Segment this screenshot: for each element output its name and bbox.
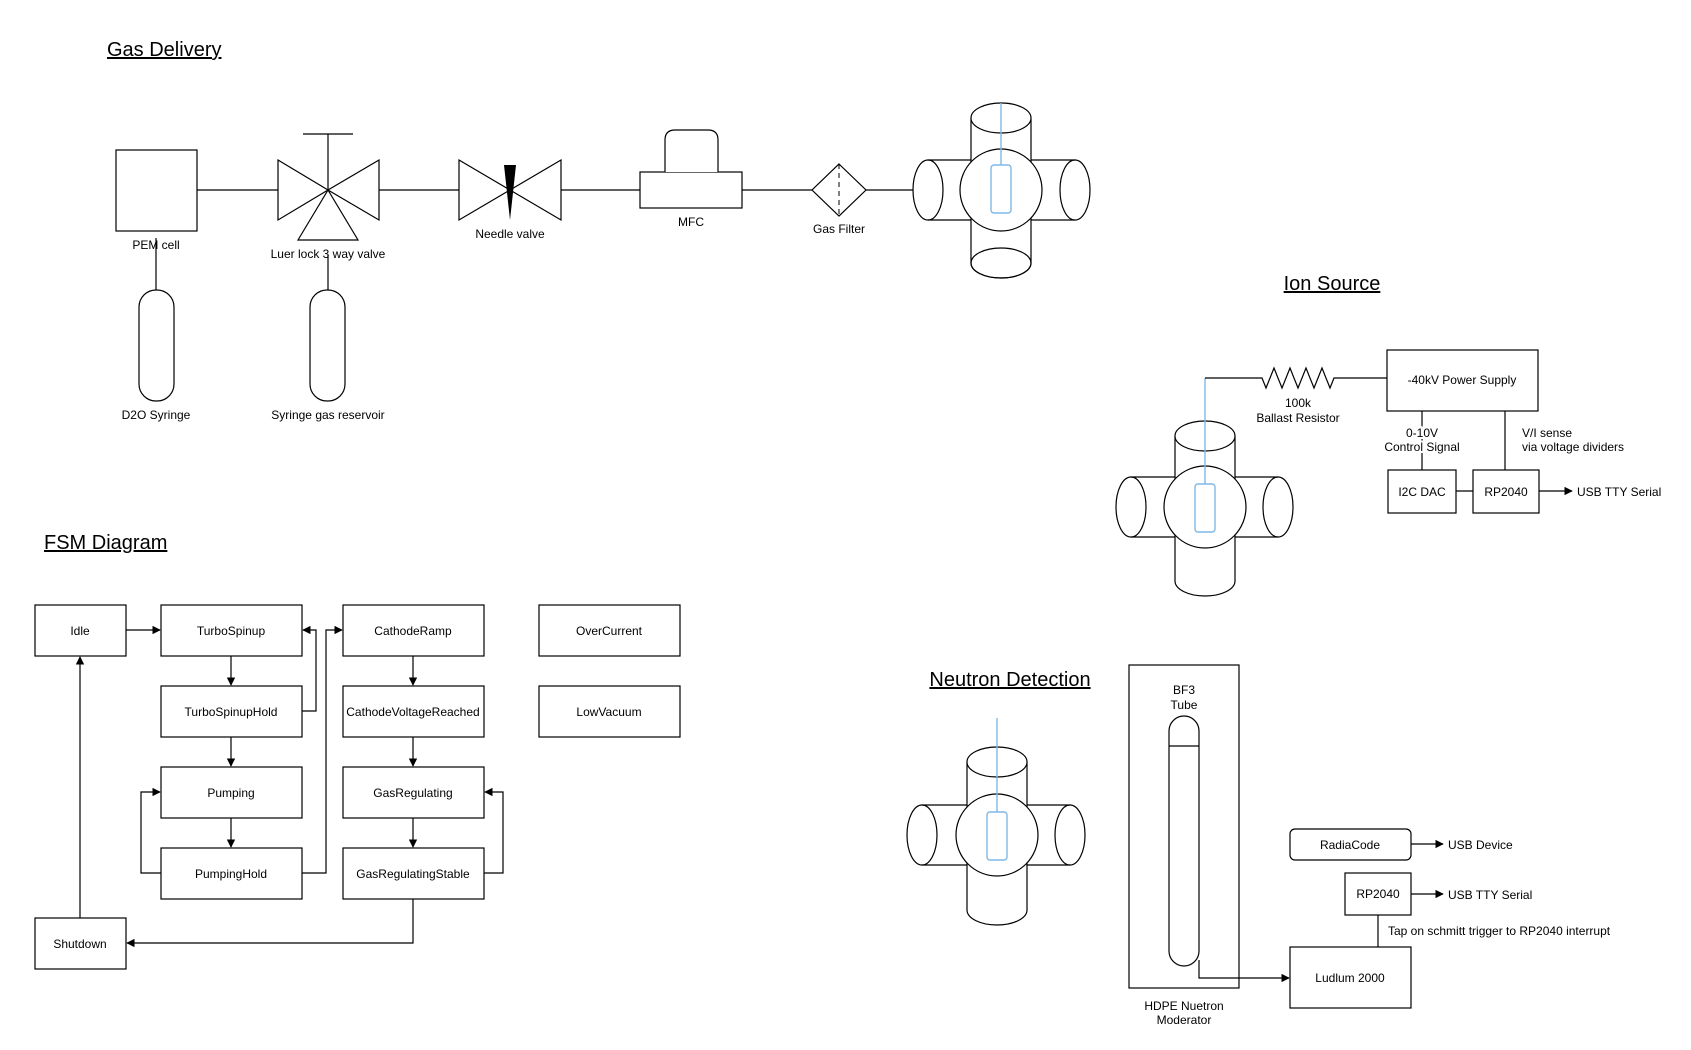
fsm-diagram-title: FSM Diagram bbox=[44, 532, 167, 554]
state-pumping-hold-label: PumpingHold bbox=[195, 867, 267, 881]
transition-arrow bbox=[484, 787, 504, 874]
rp2040-label: RP2040 bbox=[1484, 485, 1528, 499]
d2o-syringe-label: D2O Syringe bbox=[122, 408, 191, 422]
bf3-label-2: Tube bbox=[1171, 698, 1198, 712]
transition-arrow bbox=[302, 625, 343, 874]
gas-filter-icon bbox=[811, 163, 867, 217]
ion-source-title: Ion Source bbox=[1284, 273, 1381, 295]
mfc-label: MFC bbox=[678, 215, 704, 229]
signal-arrow bbox=[1198, 960, 1290, 983]
state-gas-regulating-label: GasRegulating bbox=[373, 786, 452, 800]
bf3-tube-icon bbox=[1168, 715, 1200, 967]
state-idle bbox=[34, 604, 127, 657]
state-over-current bbox=[538, 604, 681, 657]
state-shutdown bbox=[34, 917, 127, 970]
tap-note-label: Tap on schmitt trigger to RP2040 interru… bbox=[1388, 924, 1611, 938]
state-turbo-spinup-hold bbox=[160, 685, 303, 738]
state-cathode-voltage-reached bbox=[342, 685, 485, 738]
state-gas-regulating-stable-label: GasRegulatingStable bbox=[356, 867, 470, 881]
syringe-reservoir-label: Syringe gas reservoir bbox=[271, 408, 384, 422]
ballast-resistor-icon bbox=[1205, 366, 1387, 390]
ludlum-label: Ludlum 2000 bbox=[1315, 971, 1385, 985]
neutron-detection-section: BF3 Tube HDPE Nuetron Moderator RadiaCod… bbox=[906, 664, 1611, 1027]
state-cathode-voltage-reached-label: CathodeVoltageReached bbox=[346, 705, 479, 719]
d2o-syringe-icon bbox=[138, 289, 175, 402]
vi-sense-label-2: via voltage dividers bbox=[1522, 440, 1624, 454]
state-shutdown-label: Shutdown bbox=[53, 937, 106, 951]
i2c-dac-box bbox=[1387, 469, 1457, 514]
fsm-section: Idle TurboSpinup TurboSpinupHold Pumping… bbox=[34, 604, 681, 970]
needle-valve-icon bbox=[458, 158, 562, 222]
mfc-icon bbox=[639, 129, 743, 209]
gas-delivery-title: Gas Delivery bbox=[107, 39, 221, 61]
state-low-vacuum bbox=[538, 685, 681, 738]
transition-arrow bbox=[126, 899, 414, 948]
vacuum-chamber-icon bbox=[1115, 378, 1294, 597]
ludlum-box bbox=[1289, 946, 1412, 1009]
usb-tty-label: USB TTY Serial bbox=[1448, 888, 1532, 902]
transition-arrow bbox=[302, 625, 317, 712]
power-supply-box bbox=[1386, 349, 1539, 412]
vi-sense-label-1: V/I sense bbox=[1522, 426, 1572, 440]
usb-device-label: USB Device bbox=[1448, 838, 1513, 852]
state-pumping-label: Pumping bbox=[207, 786, 254, 800]
pem-cell-box bbox=[115, 149, 198, 232]
pem-cell-label: PEM cell bbox=[132, 238, 179, 252]
radiacode-label: RadiaCode bbox=[1320, 838, 1380, 852]
power-supply-label: -40kV Power Supply bbox=[1408, 373, 1517, 387]
state-cathode-ramp-label: CathodeRamp bbox=[374, 624, 452, 638]
luer-valve-label: Luer lock 3 way valve bbox=[271, 247, 386, 261]
gas-filter-label: Gas Filter bbox=[813, 222, 865, 236]
transition-arrow bbox=[140, 787, 161, 874]
state-turbo-spinup-hold-label: TurboSpinupHold bbox=[185, 705, 278, 719]
needle-valve-label: Needle valve bbox=[475, 227, 545, 241]
resistor-name-label: Ballast Resistor bbox=[1256, 411, 1339, 425]
state-idle-label: Idle bbox=[70, 624, 90, 638]
usb-tty-label: USB TTY Serial bbox=[1577, 485, 1661, 499]
moderator-label-2: Moderator bbox=[1157, 1013, 1212, 1027]
rp2040-label: RP2040 bbox=[1356, 887, 1400, 901]
neutron-detection-title: Neutron Detection bbox=[929, 669, 1090, 691]
state-turbo-spinup-label: TurboSpinup bbox=[197, 624, 266, 638]
state-pumping bbox=[160, 766, 303, 819]
state-low-vacuum-label: LowVacuum bbox=[576, 705, 641, 719]
three-way-valve-icon bbox=[277, 133, 380, 241]
bf3-label-1: BF3 bbox=[1173, 683, 1195, 697]
syringe-reservoir-icon bbox=[309, 289, 346, 402]
state-turbo-spinup bbox=[160, 604, 303, 657]
vacuum-chamber-icon bbox=[912, 102, 1091, 279]
state-cathode-ramp bbox=[342, 604, 485, 657]
vacuum-chamber-icon bbox=[906, 718, 1086, 926]
state-over-current-label: OverCurrent bbox=[576, 624, 643, 638]
rp2040-box bbox=[1472, 469, 1540, 514]
moderator-label-1: HDPE Nuetron bbox=[1144, 999, 1223, 1013]
control-signal-label-2: Control Signal bbox=[1384, 440, 1459, 454]
gas-delivery-section: PEM cell Luer lock 3 way valve Needle va… bbox=[115, 102, 1091, 422]
ion-source-section: 100k Ballast Resistor -40kV Power Supply… bbox=[1115, 349, 1661, 597]
control-signal-label-1: 0-10V bbox=[1406, 426, 1438, 440]
i2c-dac-label: I2C DAC bbox=[1398, 485, 1446, 499]
resistor-value-label: 100k bbox=[1285, 396, 1312, 410]
